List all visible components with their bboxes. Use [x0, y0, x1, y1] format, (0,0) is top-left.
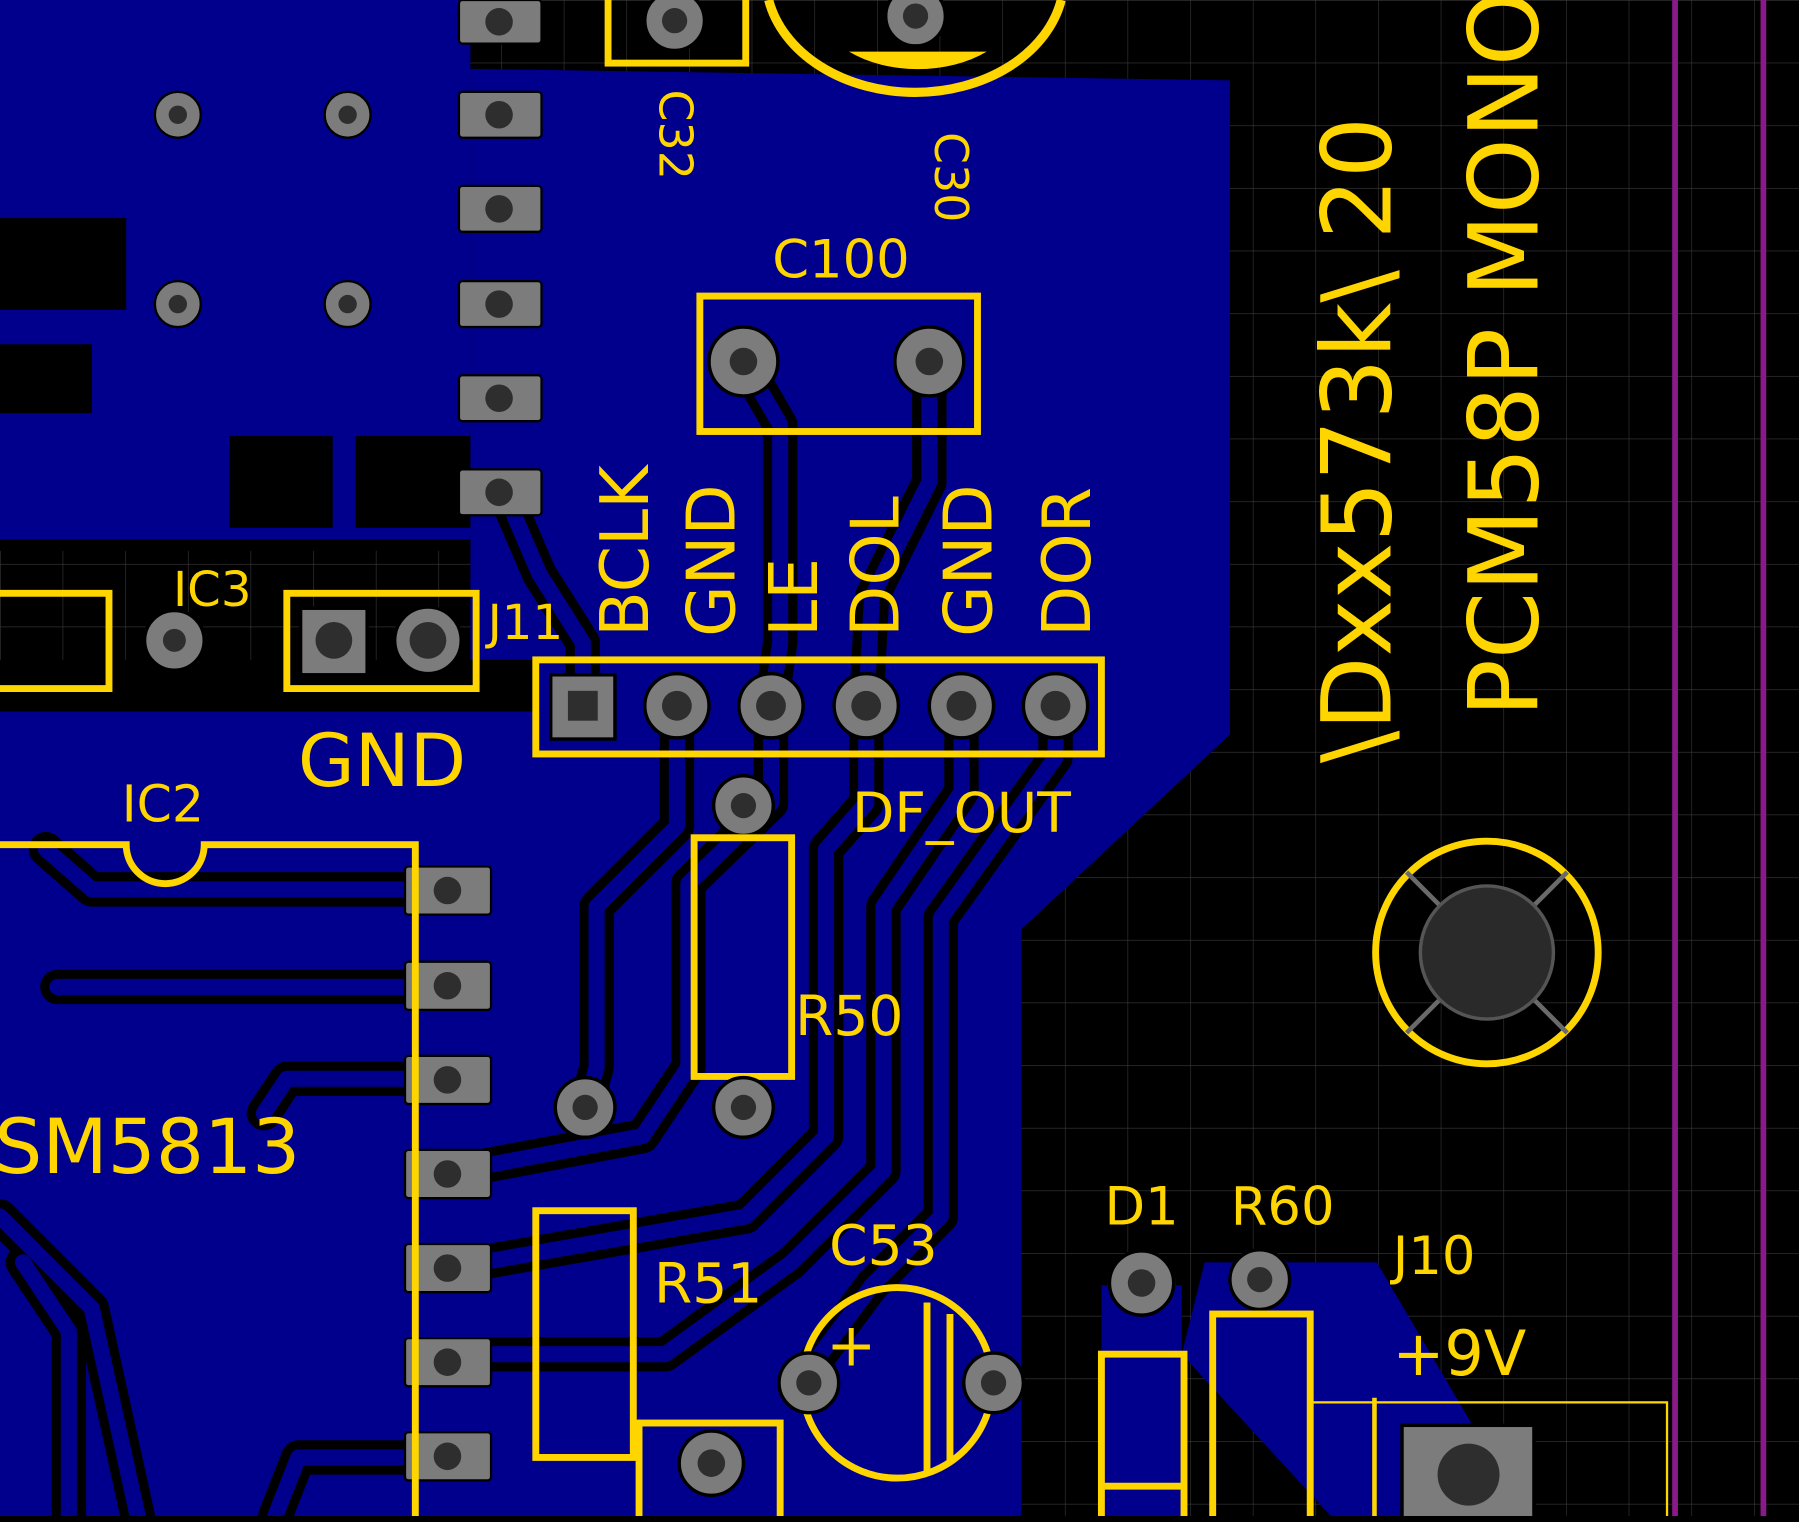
r51-footprint [532, 1207, 784, 1522]
pin-label-gnd-2: GND [929, 484, 1007, 637]
gnd-label: GND [298, 719, 466, 804]
j11-label: J11 [485, 595, 564, 651]
j10-footprint [1310, 1397, 1669, 1522]
ic3-footprint [0, 589, 206, 693]
ic3-label: IC3 [173, 562, 252, 618]
df-out-label: DF_OUT [852, 781, 1071, 845]
df-out-header [532, 656, 1105, 758]
r60-footprint [1209, 1248, 1314, 1522]
c32-label: C32 [649, 90, 703, 180]
smd-pad-centers [433, 8, 513, 1471]
silkscreen-labels: C100 C32 C30 IC3 J11 GND IC2 SM5813 DF_O… [0, 0, 1560, 1390]
sm5813-label: SM5813 [0, 1103, 300, 1191]
c32-footprint [604, 0, 750, 67]
plus9v-label: +9V [1393, 1317, 1527, 1390]
ic3-vias [153, 90, 372, 329]
board-edge [1672, 0, 1767, 1516]
ic2-outline [0, 841, 419, 1516]
r50-label: R50 [795, 984, 903, 1048]
r51-label: R51 [654, 1252, 762, 1316]
c100-footprint [696, 292, 981, 435]
c30-footprint [764, 0, 1066, 97]
j11-footprint [283, 589, 480, 693]
c30-label: C30 [924, 132, 978, 222]
board-id-text: \Dxx573k\ 20 [1302, 117, 1414, 763]
d1-label: D1 [1104, 1176, 1178, 1237]
ic2-label: IC2 [122, 775, 204, 834]
copper-traces [0, 344, 1481, 1522]
d1-footprint [1097, 1249, 1188, 1522]
pin-label-dol: DOL [836, 496, 914, 637]
mounting-hole [1372, 837, 1602, 1068]
r50-footprint [553, 774, 796, 1139]
pin-label-bclk: BCLK [586, 463, 664, 637]
pin-label-gnd-1: GND [672, 484, 750, 637]
c100-label: C100 [772, 230, 910, 291]
pin-label-dor: DOR [1028, 487, 1106, 637]
c53-footprint [777, 1284, 1026, 1482]
j10-label: J10 [1390, 1226, 1476, 1287]
c53-label: C53 [829, 1214, 938, 1278]
c53-polarity-mark: + [826, 1312, 876, 1381]
board-model-text: PCM58P MONO [1448, 0, 1560, 717]
pin-label-le: LE [755, 558, 833, 637]
r60-label: R60 [1231, 1176, 1335, 1237]
